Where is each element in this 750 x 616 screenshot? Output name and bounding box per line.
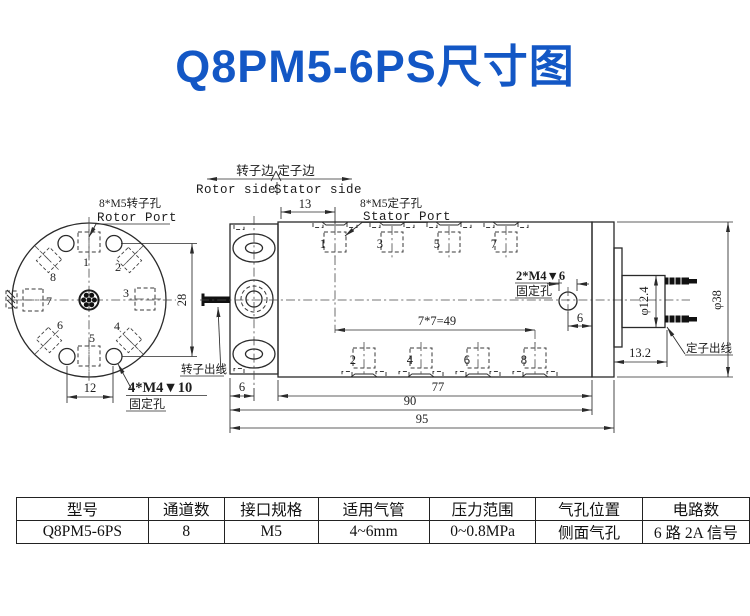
m4-hole [58,347,76,366]
svg-text:90: 90 [404,394,417,408]
svg-text:定子边: 定子边 [277,163,315,178]
dim-13-2: 13.2 [614,330,668,367]
svg-text:12: 12 [84,381,97,395]
svg-text:13: 13 [299,197,312,211]
svg-text:6: 6 [464,353,470,367]
svg-text:7: 7 [46,294,52,308]
rotor-block [229,216,279,386]
dim-95: 95 [230,380,615,433]
svg-text:8*M5定子孔: 8*M5定子孔 [360,196,422,210]
rotor-fixhole-label: 4*M4▼10 固定孔 [117,363,207,412]
svg-text:Rotor side: Rotor side [196,183,276,197]
svg-text:Stator side: Stator side [274,183,362,197]
svg-text:13.2: 13.2 [629,346,651,360]
rotor-port-label: 8*M5转子孔 Rotor Port [88,196,177,238]
header-port-spec: 接口规格 [223,497,319,521]
svg-text:2*M4▼6: 2*M4▼6 [516,269,565,283]
side-header: 转子边 定子边 Rotor side Stator side [196,163,362,197]
end-flange [591,221,666,378]
stator-exit-wires [665,277,697,323]
stator-fixhole: 2*M4▼6 固定孔 [515,269,589,316]
header-circuits: 电路数 [641,497,750,521]
header-tube: 适用气管 [317,497,430,521]
svg-text:7*7=49: 7*7=49 [418,314,456,328]
rotor-exit-label: 转子出线 [180,306,227,377]
stator-port-label: 8*M5定子孔 Stator Port [344,196,451,237]
dim-90: 90 [230,394,592,413]
spec-header-row: 型号 通道数 接口规格 适用气管 压力范围 气孔位置 电路数 [16,497,750,521]
svg-text:φ12.4: φ12.4 [637,286,651,316]
header-channels: 通道数 [147,497,225,521]
value-circuits: 6 路 2A 信号 [641,520,750,544]
value-port-spec: M5 [223,520,319,544]
value-model: Q8PM5-6PS [16,520,149,544]
dim-12-4: φ12.4 [637,275,659,328]
svg-text:转子出线: 转子出线 [181,362,227,376]
value-hole-position: 侧面气孔 [535,520,643,544]
header-model: 型号 [16,497,149,521]
svg-text:5: 5 [89,331,95,345]
svg-text:定子出线: 定子出线 [686,341,732,355]
svg-text:6: 6 [239,380,245,394]
svg-text:3: 3 [377,237,383,251]
value-tube: 4~6mm [317,520,430,544]
dim-77: 77 [277,380,593,415]
svg-text:转子边: 转子边 [236,163,274,178]
dim-38: φ38 [617,221,733,378]
dim-6-left: 6 [229,378,255,433]
spec-table: 型号 通道数 接口规格 适用气管 压力范围 气孔位置 电路数 Q8PM5-6PS… [16,497,750,544]
m4-hole [105,347,123,366]
svg-text:4: 4 [114,319,120,333]
svg-text:4*M4▼10: 4*M4▼10 [128,380,192,396]
svg-text:2: 2 [350,353,356,367]
m4-hole [57,234,75,253]
svg-text:2: 2 [115,260,121,274]
dim-49: 7*7=49 [334,256,536,346]
stator-exit-label: 定子出线 [666,326,733,356]
svg-text:1: 1 [320,237,326,251]
svg-text:95: 95 [416,412,429,426]
header-hole-position: 气孔位置 [535,497,643,521]
svg-text:8: 8 [50,270,56,284]
stator-top-ports: 1 3 5 7 [320,225,518,259]
svg-text:28: 28 [175,294,189,307]
center-connector [78,289,100,311]
dim-6-right: 6 [567,311,592,331]
svg-text:Rotor Port: Rotor Port [97,211,177,225]
svg-text:3: 3 [123,286,129,300]
value-channels: 8 [147,520,225,544]
rim-key-tab [5,289,18,309]
rotor-end-view: 1 2 3 4 5 6 7 8 28 12 [5,196,207,412]
svg-text:1: 1 [83,255,89,269]
header-pressure: 压力范围 [428,497,537,521]
svg-text:77: 77 [432,380,445,394]
svg-text:5: 5 [434,237,440,251]
svg-text:6: 6 [57,318,63,332]
dim-28: 28 [121,243,197,357]
m4-hole [105,234,123,253]
svg-text:4: 4 [407,353,414,367]
spec-value-row: Q8PM5-6PS 8 M5 4~6mm 0~0.8MPa 侧面气孔 6 路 2… [16,520,750,544]
svg-text:Stator Port: Stator Port [363,210,451,224]
value-pressure: 0~0.8MPa [428,520,537,544]
dim-13: 13 [280,197,336,224]
side-view: 转子边 定子边 Rotor side Stator side [180,163,733,433]
page-title: Q8PM5-6PS尺寸图 [175,41,575,92]
stator-bottom-ports: 2 4 6 8 [350,341,547,375]
svg-text:固定孔: 固定孔 [516,283,552,298]
rotor-channel-numbers: 1 2 3 4 5 6 7 8 [46,255,129,345]
svg-text:7: 7 [491,237,497,251]
svg-text:φ38: φ38 [710,290,724,310]
svg-text:6: 6 [577,311,583,325]
dim-12: 12 [66,366,114,403]
svg-text:固定孔: 固定孔 [129,396,165,411]
svg-text:8*M5转子孔: 8*M5转子孔 [99,196,161,210]
svg-text:8: 8 [521,353,527,367]
